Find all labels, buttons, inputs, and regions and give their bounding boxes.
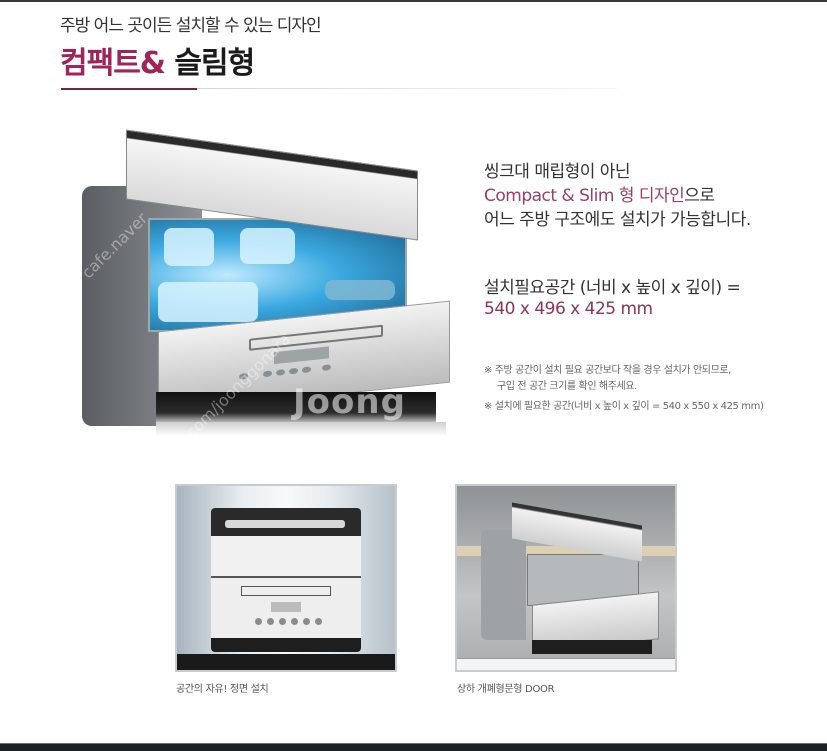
control-button-icon: [255, 618, 262, 625]
dishwasher-side-panel: [481, 530, 526, 640]
note-text: ※ 주방 공간이 설치 필요 공간보다 작을 경우 설치가 안되므로,: [484, 365, 731, 376]
wall-shelf: [457, 546, 675, 556]
description-line: 어느 주방 구조에도 설치가 가능합니다.: [484, 210, 751, 230]
dishwasher-base: [532, 640, 652, 654]
control-button-icon: [322, 364, 331, 372]
thumbnail-caption: 상하 개폐형문형 DOOR: [457, 684, 555, 695]
product-shadow: [156, 422, 446, 436]
dishwasher-base: [211, 638, 361, 652]
control-button-icon: [279, 618, 286, 625]
door-handle: [241, 586, 331, 596]
dishwasher-top: [211, 508, 361, 536]
page-subtitle: 주방 어느 곳이든 설치할 수 있는 디자인: [60, 16, 322, 36]
bottom-bar: [0, 743, 827, 751]
title-underline-accent: [61, 88, 197, 90]
note-text: 구입 전 공간 크기를 확인 해주세요.: [497, 381, 637, 392]
description-text: 으로: [684, 186, 715, 206]
dishwasher-interior: [148, 218, 407, 332]
dishwasher-lower-panel: [211, 578, 361, 638]
control-display: [271, 602, 301, 612]
control-button-icon: [267, 618, 274, 625]
spec-value: 540 x 496 x 425 mm: [484, 299, 653, 319]
dishwasher-interior: [527, 554, 639, 606]
control-button-icon: [302, 366, 311, 374]
countertop: [177, 654, 395, 670]
thumbnail-door-open: [455, 484, 677, 672]
control-button-icon: [289, 367, 298, 375]
watermark-logo: Joong: [293, 382, 406, 422]
note-text: ※ 설치에 필요한 공간(너비 x 높이 x 깊이 = 540 x 550 x …: [484, 401, 764, 412]
top-border: [0, 0, 827, 2]
countertop: [457, 658, 675, 670]
spec-label: 설치필요공간 (너비 x 높이 x 깊이) =: [484, 278, 741, 298]
title-dark: 슬림형: [164, 46, 255, 81]
page-title: 컴팩트& 슬림형: [60, 38, 255, 82]
thumbnail-front-install: [175, 484, 397, 672]
description-highlight: Compact & Slim 형 디자인: [484, 186, 685, 206]
control-button-icon: [276, 368, 285, 376]
description-line: Compact & Slim 형 디자인으로: [484, 184, 751, 208]
dishwasher-base: [156, 392, 436, 422]
control-button-icon: [303, 618, 310, 625]
thumbnail-caption: 공간의 자유! 정면 설치: [176, 684, 269, 695]
title-accent: 컴팩트&: [60, 46, 166, 81]
feature-description: 씽크대 매립형이 아닌 Compact & Slim 형 디자인으로 어느 주방…: [484, 160, 751, 232]
control-button-icon: [315, 618, 322, 625]
description-line: 씽크대 매립형이 아닌: [484, 162, 631, 182]
title-underline: [197, 88, 617, 89]
dishwasher-upper-panel: [211, 536, 361, 578]
main-product-image: Joong cafe.naver com/joonggonara: [78, 129, 450, 446]
control-button-icon: [291, 618, 298, 625]
